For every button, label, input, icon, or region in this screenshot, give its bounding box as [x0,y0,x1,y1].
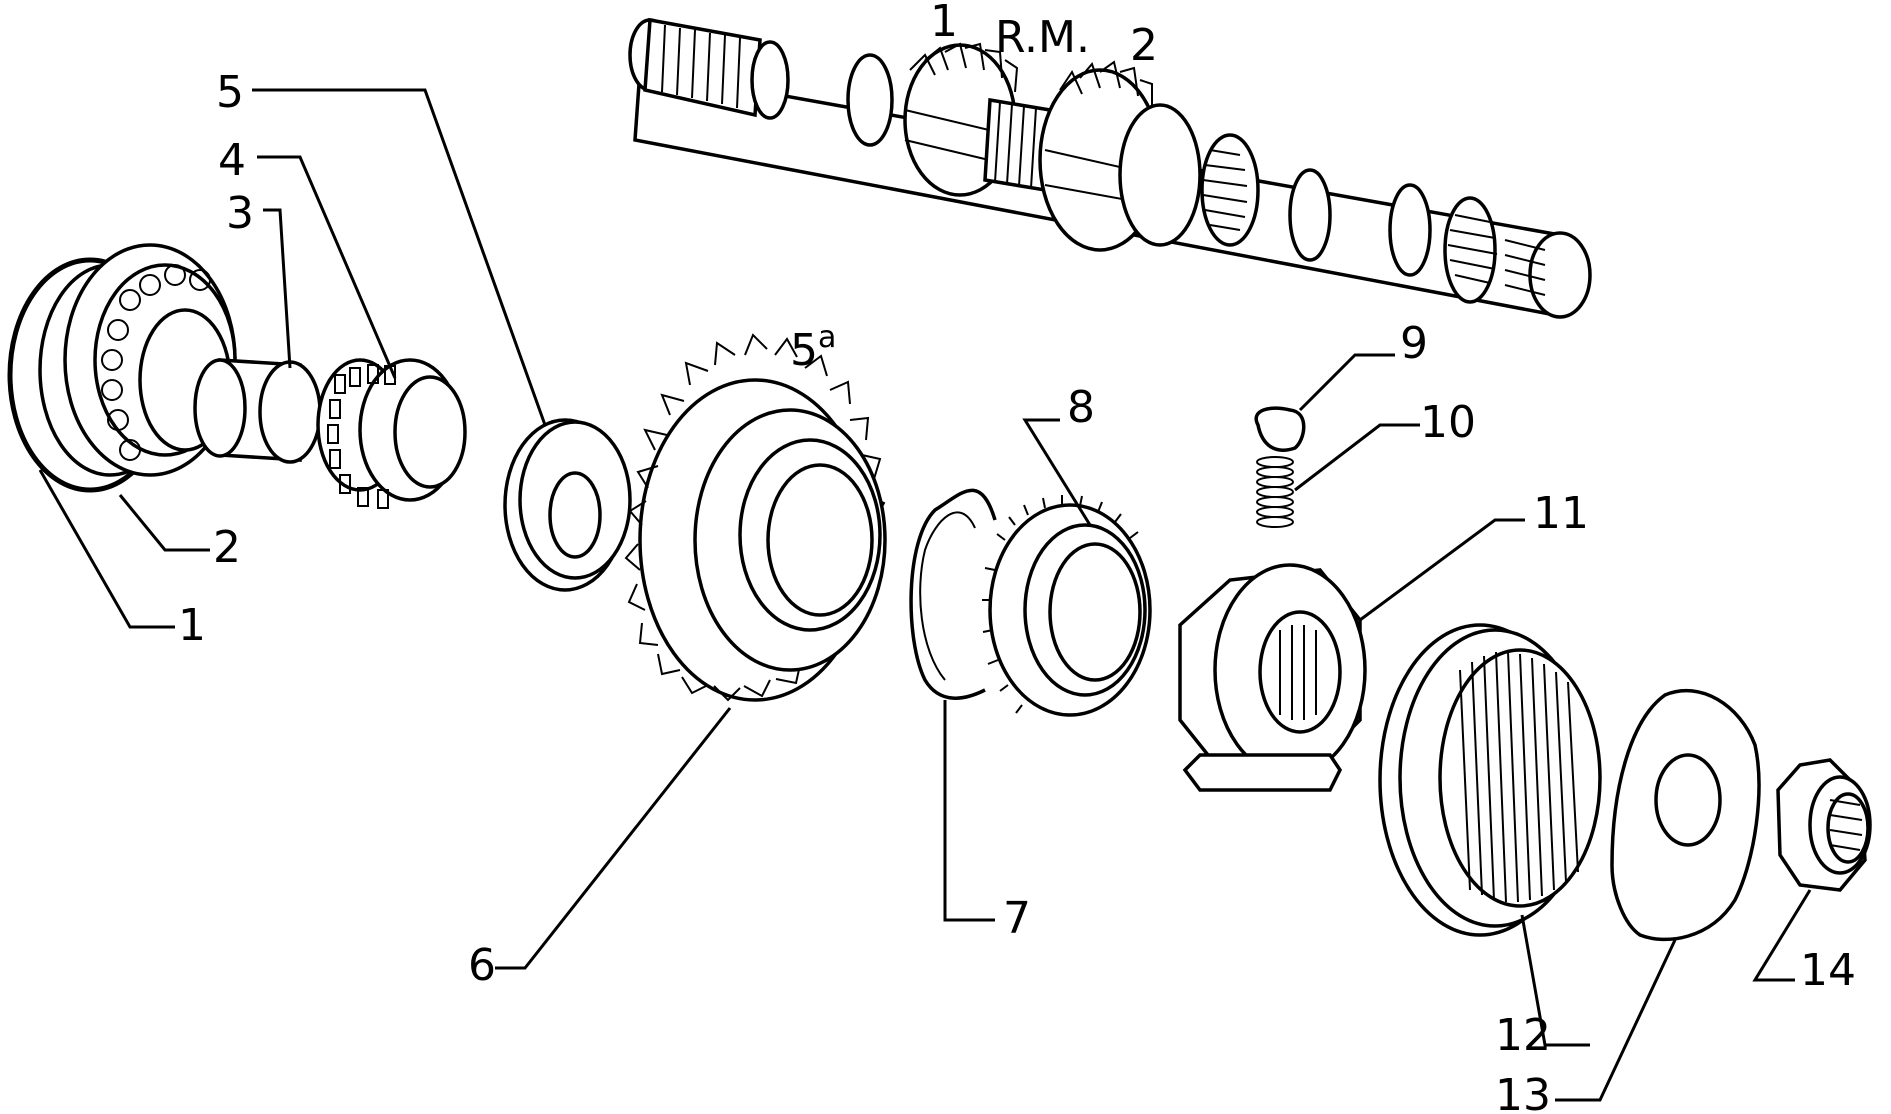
callout-11: 11 [1533,488,1589,539]
main-shaft [628,17,1592,319]
shaft-label-gear-1: 1 [930,0,958,47]
callout-2: 2 [213,522,241,573]
callout-8: 8 [1067,382,1095,433]
callout-1: 1 [178,600,206,651]
retaining-plate [1610,688,1761,942]
synchro-ring [909,488,997,700]
synchro-hub [1178,563,1367,792]
shaft-label-gear-2: 2 [1130,20,1158,71]
shaft-label-reverse: R.M. [995,12,1090,63]
thrust-washer [503,418,632,592]
leader-lines [38,88,1812,1102]
detent-spring [1256,456,1294,528]
callout-10: 10 [1420,397,1476,448]
fifth-gear [624,333,887,702]
hex-nut [1776,758,1872,892]
callout-7: 7 [1003,893,1031,944]
callout-5: 5 [216,67,244,118]
ball-bearing [7,243,237,493]
callout-13: 13 [1495,1070,1551,1114]
needle-bearing [316,358,467,509]
callout-12: 12 [1495,1010,1551,1061]
callout-6: 6 [468,940,496,991]
gear-label-5a: 5a [790,320,836,376]
callout-3: 3 [226,188,254,239]
synchro-cone [982,495,1152,717]
callout-4: 4 [218,135,246,186]
detent-ball [1254,406,1306,452]
callout-9: 9 [1400,318,1428,369]
gear-label-number: 5 [790,325,818,376]
sliding-sleeve [1378,623,1602,937]
gear-label-superscript: a [818,320,836,355]
bushing [193,358,322,464]
callout-14: 14 [1800,945,1856,996]
